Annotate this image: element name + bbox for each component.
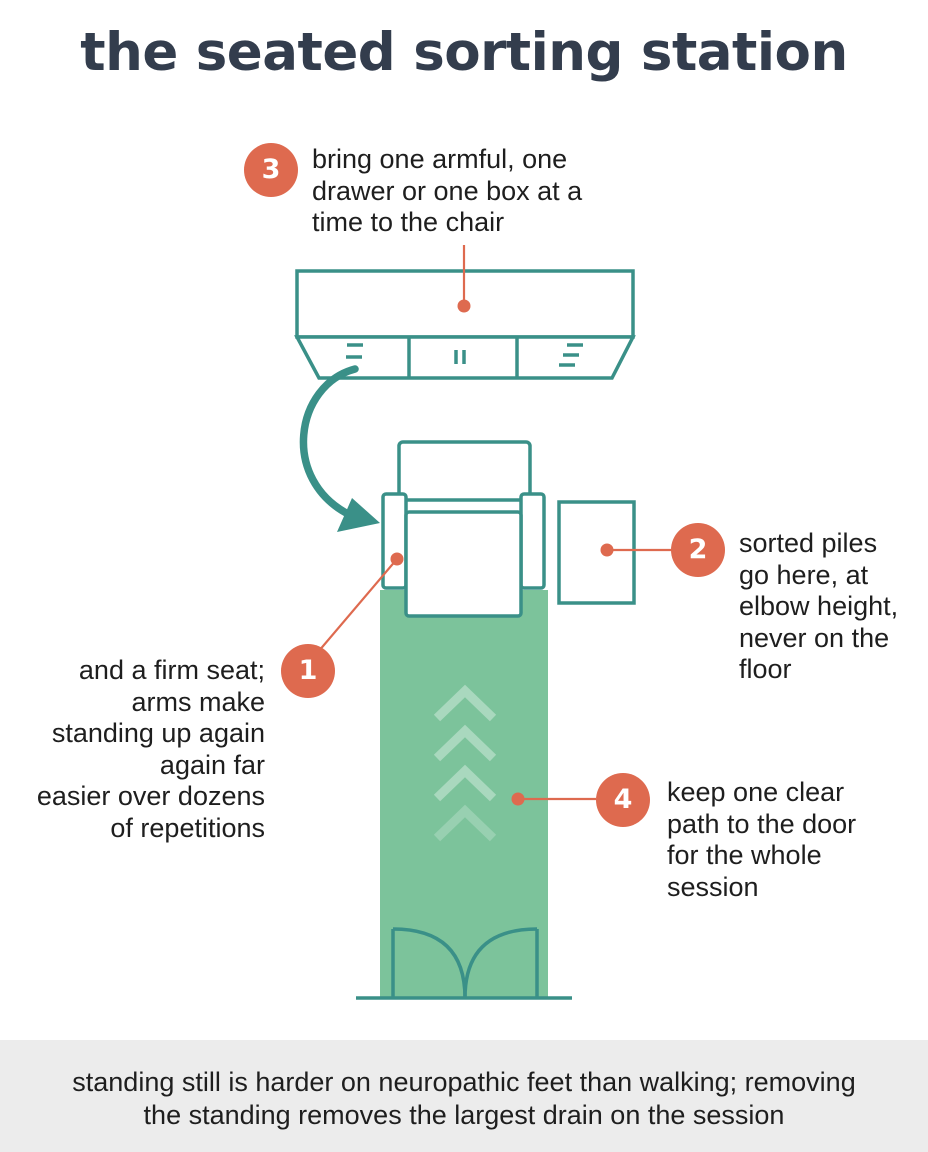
callout-badge-1: 1 — [281, 644, 335, 698]
leader-dot-3 — [457, 299, 471, 313]
callout-text-4: keep one clear path to the door for the … — [667, 777, 857, 902]
footer-banner — [0, 1040, 928, 1152]
clear-path — [380, 590, 548, 998]
callout-text-3: bring one armful, one drawer or one box … — [312, 144, 583, 237]
curved-arrow-icon — [299, 365, 380, 532]
callout-text-1: and a firm seat; arms make standing up a… — [36, 655, 265, 843]
side-table-icon — [557, 500, 636, 605]
footer-note: standing still is harder on neuropathic … — [72, 1067, 856, 1130]
callout-badge-3: 3 — [244, 143, 298, 197]
leader-dots — [390, 299, 614, 806]
leader-dot-4 — [511, 792, 525, 806]
page-title: the seated sorting station — [80, 22, 848, 83]
armchair-icon — [381, 440, 546, 618]
leader-dot-1 — [390, 552, 404, 566]
callout-badge-2: 2 — [671, 523, 725, 577]
leader-line-1 — [317, 558, 398, 653]
callout-badge-4: 4 — [596, 773, 650, 827]
callout-text-2: sorted piles go here, at elbow height, n… — [739, 528, 899, 684]
door-icon — [356, 927, 572, 1000]
leader-dot-2 — [600, 543, 614, 557]
chevron-up-icon — [433, 684, 497, 842]
